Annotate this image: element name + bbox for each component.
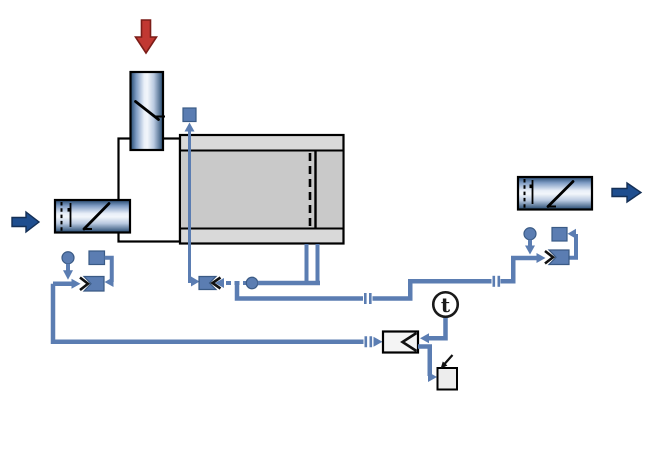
arrowhead-icon <box>536 253 546 263</box>
vav-controller-left <box>61 250 114 292</box>
arrowhead-icon <box>63 270 73 280</box>
inlet-horizontal-duct <box>53 198 132 234</box>
damper-blade-icon <box>82 202 111 231</box>
arrowhead-icon <box>71 278 81 289</box>
signal-piping <box>50 253 546 348</box>
controller-box-icon <box>547 249 570 266</box>
arrowhead-icon <box>525 245 535 255</box>
inlet-air-arrow-icon <box>11 210 41 234</box>
arrowhead-icon <box>373 336 383 347</box>
setpoint-square-icon <box>436 367 458 391</box>
duct-sensor-square-icon <box>182 107 197 123</box>
outdoor-air-vertical-duct <box>129 70 165 152</box>
air-handling-unit <box>178 133 345 245</box>
sensor-square-icon <box>88 250 106 266</box>
outlet-air-arrow-icon <box>611 181 643 204</box>
controller-box-icon <box>198 275 218 291</box>
arrowhead-icon <box>191 276 200 287</box>
actuator-circle-icon <box>523 227 537 241</box>
temp-sensor-label: t <box>441 293 451 317</box>
damper-blade-icon <box>134 100 160 121</box>
arrowhead-icon <box>428 372 437 382</box>
setpoint-adjuster <box>418 344 458 391</box>
outlet-horizontal-duct <box>516 175 594 211</box>
arrowhead-icon <box>184 122 195 132</box>
temp-sensor-circle-icon <box>431 290 460 319</box>
arrowhead-icon <box>420 333 429 344</box>
chevron-left-icon <box>400 331 418 353</box>
damper-blade-icon <box>546 180 575 208</box>
temperature-controller <box>381 330 420 354</box>
controller-box-icon <box>82 275 105 292</box>
chevron-left-icon <box>210 276 222 290</box>
supply-air-arrow-icon <box>134 19 158 55</box>
sensor-square-icon <box>551 226 568 242</box>
arrowhead-icon <box>567 228 576 239</box>
unit-inner-section <box>181 151 343 228</box>
chevron-right-icon <box>544 249 556 265</box>
duct-sensor-line <box>182 107 200 287</box>
chevron-right-icon <box>79 276 91 292</box>
manual-adjust-arrow-icon <box>443 354 454 365</box>
vav-controller-right <box>523 226 578 266</box>
temperature-sensor: t <box>420 290 460 344</box>
actuator-circle-icon <box>245 276 259 290</box>
arrowhead-icon <box>215 278 224 288</box>
damper-controller-center <box>198 244 320 291</box>
arrowhead-icon <box>104 277 114 287</box>
actuator-circle-icon <box>61 251 75 265</box>
